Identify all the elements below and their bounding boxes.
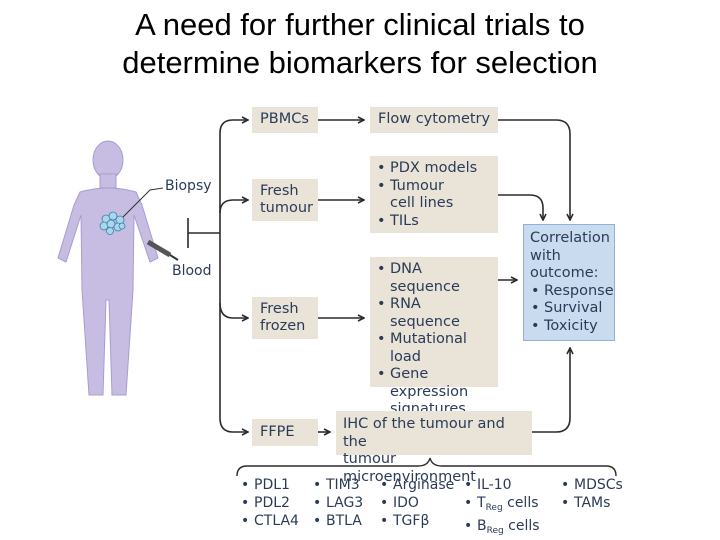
- marker-item: MDSCs: [560, 476, 623, 494]
- sequencing-box: DNA sequence RNA sequence Mutational loa…: [370, 257, 498, 417]
- sequencing-item: DNA sequence: [376, 261, 492, 296]
- marker-item: Arginase: [379, 476, 454, 494]
- marker-column-3: Arginase IDO TGFβ: [379, 476, 454, 530]
- fresh-frozen-box: Fresh frozen: [252, 297, 318, 339]
- fresh-frozen-line-2: frozen: [260, 318, 306, 334]
- ihc-box: IHC of the tumour and the tumour microen…: [336, 411, 532, 485]
- fresh-tumour-box: Fresh tumour: [252, 179, 318, 221]
- flow-cytometry-label: Flow cytometry: [378, 111, 491, 128]
- marker-column-2: TIM3 LAG3 BTLA: [312, 476, 363, 530]
- marker-item: IDO: [379, 494, 454, 512]
- marker-item: TIM3: [312, 476, 363, 494]
- correlation-heading-3: outcome:: [530, 265, 599, 281]
- syringe-icon: [146, 239, 179, 261]
- pdx-item: Tumour cell lines: [376, 178, 460, 213]
- biopsy-pointer: [122, 187, 164, 218]
- treg-suffix: cells: [502, 495, 539, 511]
- marker-item: LAG3: [312, 494, 363, 512]
- title-line-2: determine biomarkers for selection: [122, 45, 598, 80]
- correlation-item: Survival: [530, 300, 608, 318]
- biomarker-list: PDL1 PDL2 CTLA4 TIM3 LAG3 BTLA Arginase …: [0, 476, 720, 536]
- breg-subscript: Reg: [486, 526, 504, 536]
- pdx-list: PDX models Tumour cell lines TILs: [376, 160, 492, 230]
- fresh-tumour-line-1: Fresh: [260, 182, 299, 199]
- pbmcs-label: PBMCs: [260, 111, 309, 128]
- marker-item: BTLA: [312, 512, 363, 530]
- slide-title: A need for further clinical trials to de…: [0, 6, 720, 82]
- pdx-item: TILs: [376, 213, 492, 231]
- ihc-line-1: IHC of the tumour and the: [343, 416, 505, 450]
- correlation-item: Response: [530, 283, 614, 301]
- marker-column-5: MDSCs TAMs: [560, 476, 623, 512]
- ffpe-box: FFPE: [252, 419, 318, 446]
- breg-suffix: cells: [503, 518, 540, 534]
- fresh-frozen-line-1: Fresh: [260, 300, 299, 317]
- marker-item: IL-10: [463, 476, 540, 494]
- tumour-icon: [99, 211, 126, 235]
- treg-letter: T: [477, 495, 486, 511]
- pdx-box: PDX models Tumour cell lines TILs: [370, 156, 498, 233]
- biopsy-label: Biopsy: [165, 178, 212, 194]
- marker-item: PDL1: [240, 476, 299, 494]
- correlation-heading-2: with: [530, 247, 561, 264]
- fresh-frozen-label: Fresh frozen: [260, 301, 305, 336]
- fresh-tumour-label: Fresh tumour: [260, 183, 313, 218]
- correlation-item: Toxicity: [530, 318, 608, 336]
- sequencing-list: DNA sequence RNA sequence Mutational loa…: [376, 261, 492, 419]
- breg-letter: B: [477, 518, 487, 534]
- pbmcs-box: PBMCs: [252, 107, 318, 133]
- ffpe-label: FFPE: [260, 423, 295, 440]
- marker-column-1: PDL1 PDL2 CTLA4: [240, 476, 299, 530]
- title-line-1: A need for further clinical trials to: [135, 7, 585, 42]
- marker-item: TGFβ: [379, 512, 454, 530]
- correlation-heading-1: Correlation: [530, 230, 610, 246]
- human-figure: [57, 140, 159, 396]
- blood-label: Blood: [172, 263, 212, 279]
- flow-cytometry-box: Flow cytometry: [370, 107, 498, 133]
- correlation-box: Correlation with outcome: Response Survi…: [523, 224, 615, 341]
- marker-column-4: IL-10 TReg cells BReg cells: [463, 476, 540, 540]
- fresh-tumour-line-2: tumour: [260, 200, 314, 216]
- marker-brace: [236, 457, 617, 477]
- marker-item: CTLA4: [240, 512, 299, 530]
- marker-item: TAMs: [560, 494, 623, 512]
- correlation-list: Response Survival Toxicity: [530, 283, 614, 336]
- marker-item-treg: TReg cells: [463, 494, 540, 517]
- marker-item-breg: BReg cells: [463, 517, 540, 540]
- marker-item: PDL2: [240, 494, 299, 512]
- pdx-item: PDX models: [376, 160, 492, 178]
- sequencing-item: RNA sequence: [376, 296, 492, 331]
- treg-subscript: Reg: [485, 503, 503, 513]
- sequencing-item: Mutational load: [376, 331, 476, 366]
- connector-lines: [187, 120, 570, 432]
